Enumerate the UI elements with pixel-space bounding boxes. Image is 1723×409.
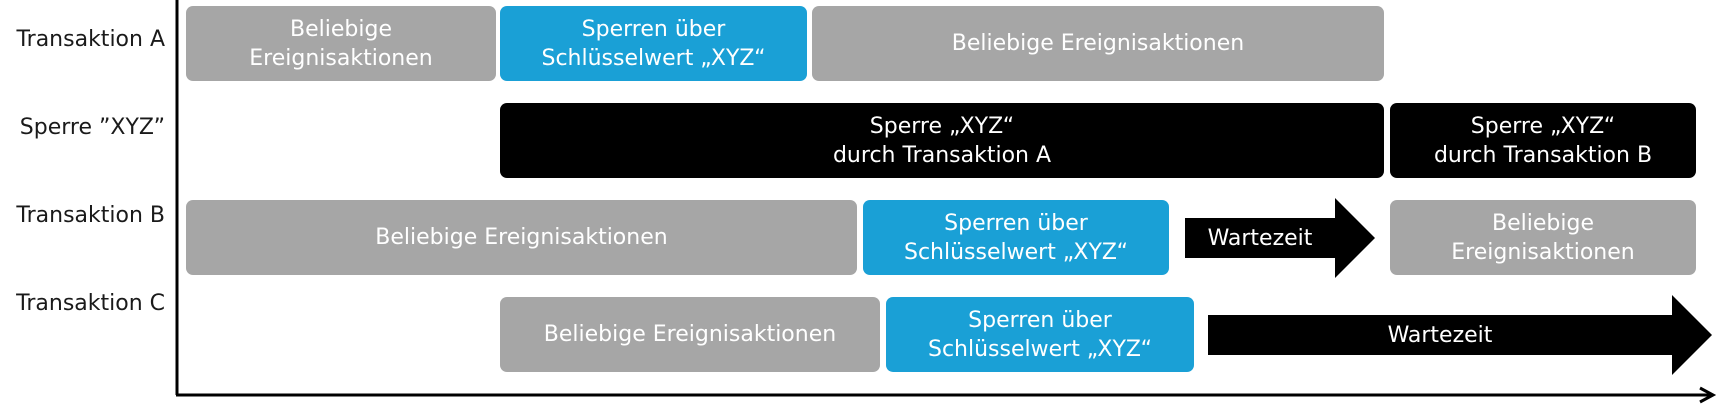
axis-arrowhead-icon: [1699, 386, 1717, 404]
transaction-b-any-events-2: Beliebige Ereignisaktionen: [1390, 200, 1696, 275]
lane-label-transaction-c: Transaktion C: [16, 291, 165, 316]
transaction-b-wait-label: Wartezeit: [1207, 225, 1313, 251]
lane-label-lock-xyz: Sperre ”XYZ”: [19, 115, 165, 140]
lock-held-by-transaction-b: Sperre „XYZ“ durch Transaktion B: [1390, 103, 1696, 178]
transaction-c-lock-request: Sperren über Schlüsselwert „XYZ“: [886, 297, 1194, 372]
wait-arrow-icon: [1208, 295, 1712, 375]
transaction-a-any-events-1: Beliebige Ereignisaktionen: [186, 6, 496, 81]
transaction-a-lock-request: Sperren über Schlüsselwert „XYZ“: [500, 6, 807, 81]
transaction-c-any-events: Beliebige Ereignisaktionen: [500, 297, 880, 372]
lock-held-by-transaction-a: Sperre „XYZ“ durch Transaktion A: [500, 103, 1384, 178]
transaction-a-any-events-2: Beliebige Ereignisaktionen: [812, 6, 1384, 81]
wait-arrow-icon: [1185, 198, 1375, 278]
transaction-c-wait-label: Wartezeit: [1387, 322, 1493, 348]
transaction-b-lock-request: Sperren über Schlüsselwert „XYZ“: [863, 200, 1169, 275]
transaction-b-any-events-1: Beliebige Ereignisaktionen: [186, 200, 857, 275]
transaction-b-wait-arrow: Wartezeit: [1185, 198, 1375, 278]
lane-label-transaction-a: Transaktion A: [16, 27, 165, 52]
transaction-c-wait-arrow: Wartezeit: [1208, 295, 1712, 375]
lane-label-transaction-b: Transaktion B: [16, 203, 165, 228]
